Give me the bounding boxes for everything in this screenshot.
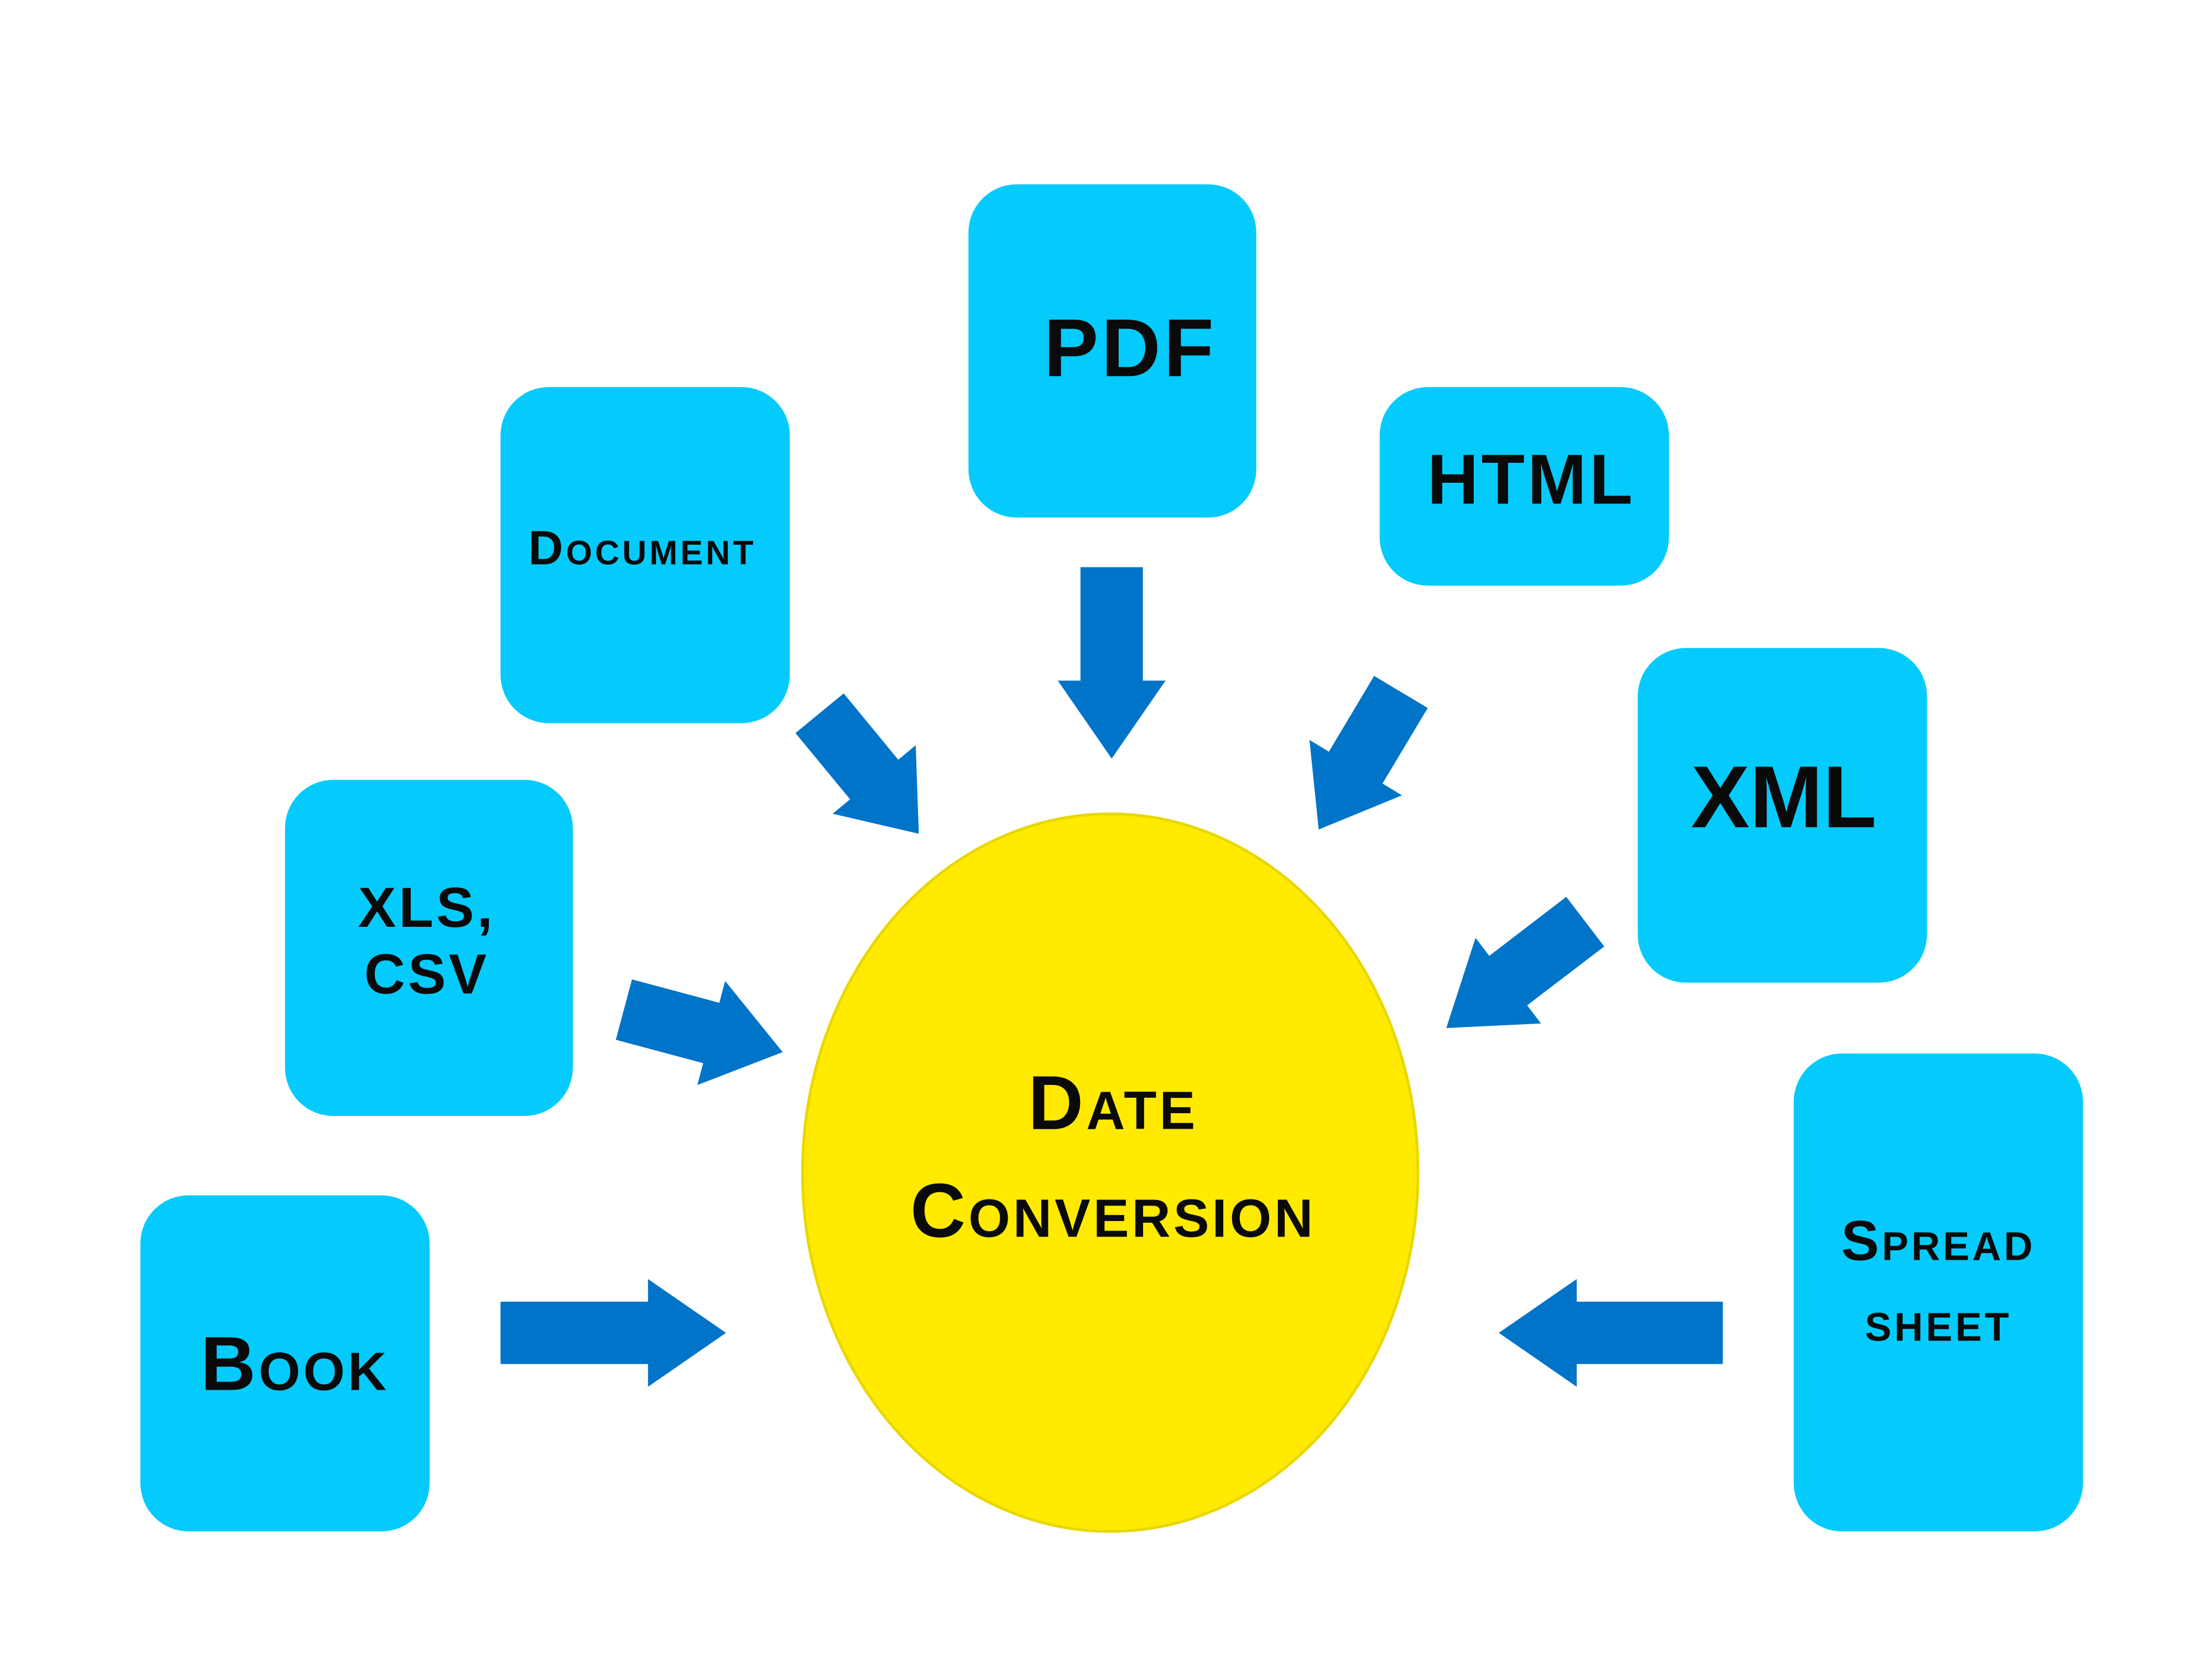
arrow-book-icon	[500, 1279, 726, 1387]
node-xml-label: XML	[1691, 748, 1877, 846]
node-html-label: HTML	[1427, 440, 1635, 519]
node-document: Document	[500, 387, 790, 723]
node-html: HTML	[1379, 387, 1669, 586]
node-xls-label-line2: CSV	[364, 942, 489, 1005]
center-label-line1: Date	[1028, 1061, 1198, 1146]
arrows-group	[500, 567, 1723, 1387]
node-pdf: PDF	[968, 184, 1256, 518]
node-document-label: Document	[528, 521, 756, 575]
arrow-xls-icon	[615, 979, 783, 1086]
arrow-xml-icon	[1446, 896, 1605, 1028]
arrow-spreadsheet-icon	[1499, 1279, 1723, 1387]
center-label-line2: Conversion	[910, 1168, 1316, 1254]
node-spreadsheet-label-line1: Spread	[1841, 1208, 2036, 1272]
node-xml: XML	[1637, 648, 1927, 983]
node-book-label: Book	[201, 1322, 389, 1407]
node-xls-label-line1: XLS,	[358, 875, 495, 939]
arrow-document-icon	[795, 693, 919, 834]
node-spreadsheet: Spread sheet	[1793, 1053, 2083, 1532]
node-pdf-label: PDF	[1044, 301, 1217, 394]
arrow-pdf-icon	[1057, 567, 1166, 759]
node-spreadsheet-label-line2: sheet	[1865, 1290, 2012, 1353]
center-node	[801, 812, 1420, 1533]
node-book: Book	[140, 1195, 430, 1532]
arrow-html-icon	[1309, 676, 1428, 830]
node-xls-csv: XLS, CSV	[285, 780, 573, 1116]
